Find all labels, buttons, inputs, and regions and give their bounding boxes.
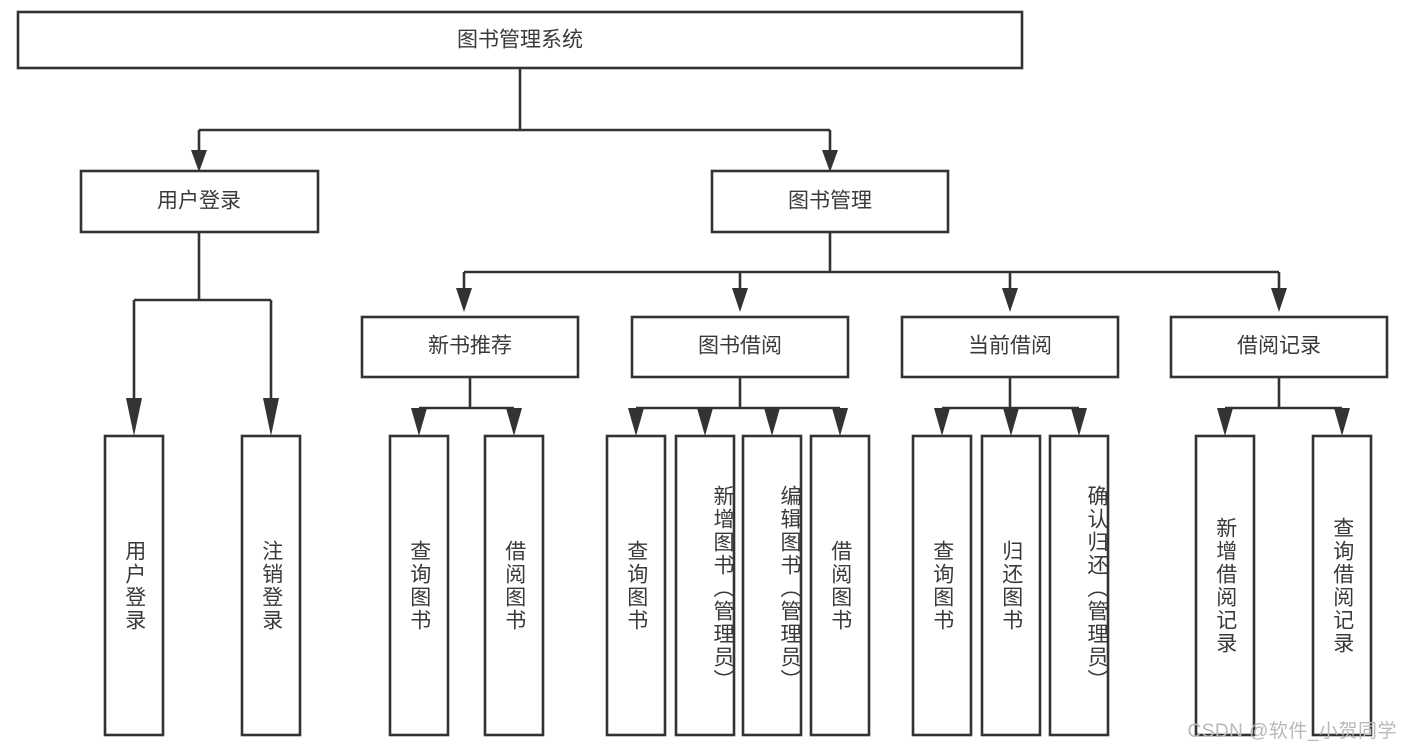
node-label-book-borrow: 图书借阅: [698, 335, 782, 358]
csdn-watermark: CSDN @软件_小贺同学: [1187, 721, 1397, 742]
node-box-user-login[interactable]: [79, 169, 320, 234]
arrow-head-leaf-add-book: [697, 408, 713, 436]
node-label-user-login: 用户登录: [157, 190, 241, 213]
arrow-head-leaf-confirm-return: [1071, 408, 1087, 436]
node-box-borrow-record[interactable]: [1169, 315, 1389, 379]
arrow-head-borrow-record: [1271, 288, 1287, 312]
node-box-root[interactable]: [16, 10, 1024, 70]
node-label-borrow-record: 借阅记录: [1237, 335, 1321, 358]
arrow-head-leaf-query-book-1: [411, 408, 427, 436]
node-box-book-borrow[interactable]: [630, 315, 850, 379]
arrow-head-leaf-borrow-book-2: [832, 408, 848, 436]
arrow-head-leaf-query-book-2: [628, 408, 644, 436]
nodes-layer: 图书管理系统 用户登录 图书管理 新书推荐 图书借阅 当前借阅 借阅记录: [16, 10, 1389, 737]
arrow-head-leaf-add-record: [1217, 408, 1233, 436]
node-label-new-book-rec: 新书推荐: [428, 335, 512, 358]
node-box-leaf-user-login[interactable]: [103, 434, 165, 737]
node-label-current-borrow: 当前借阅: [968, 335, 1052, 358]
arrow-head-book-manage: [822, 150, 838, 172]
node-box-leaf-confirm-return[interactable]: [1048, 434, 1110, 737]
arrow-head-book-borrow: [732, 288, 748, 312]
node-box-leaf-add-book[interactable]: [674, 434, 736, 737]
arrow-head-leaf-query-book-3: [934, 408, 950, 436]
arrow-head-current-borrow: [1002, 288, 1018, 312]
node-box-leaf-borrow-book-1[interactable]: [483, 434, 545, 737]
arrow-head-new-book-rec: [456, 288, 472, 312]
node-box-leaf-query-book-1[interactable]: [388, 434, 450, 737]
node-label-book-manage: 图书管理: [788, 190, 872, 213]
node-box-leaf-query-record[interactable]: [1311, 434, 1373, 737]
node-label-root: 图书管理系统: [457, 29, 583, 52]
node-box-leaf-query-book-3[interactable]: [911, 434, 973, 737]
arrow-head-leaf-logout: [263, 398, 279, 436]
node-box-leaf-borrow-book-2[interactable]: [809, 434, 871, 737]
arrow-head-leaf-query-record: [1334, 408, 1350, 436]
arrow-head-user-login: [191, 150, 207, 172]
node-box-leaf-query-book-2[interactable]: [605, 434, 667, 737]
node-box-leaf-return-book[interactable]: [980, 434, 1042, 737]
node-box-leaf-add-record[interactable]: [1194, 434, 1256, 737]
node-box-book-manage[interactable]: [710, 169, 950, 234]
arrow-head-leaf-borrow-book-1: [506, 408, 522, 436]
arrow-head-leaf-return-book: [1003, 408, 1019, 436]
arrow-head-leaf-edit-book: [764, 408, 780, 436]
node-box-leaf-logout[interactable]: [240, 434, 302, 737]
arrow-head-leaf-user-login: [126, 398, 142, 436]
node-box-leaf-edit-book[interactable]: [741, 434, 803, 737]
connectors-layer: [126, 68, 1350, 436]
node-box-new-book-rec[interactable]: [360, 315, 580, 379]
node-box-current-borrow[interactable]: [900, 315, 1120, 379]
